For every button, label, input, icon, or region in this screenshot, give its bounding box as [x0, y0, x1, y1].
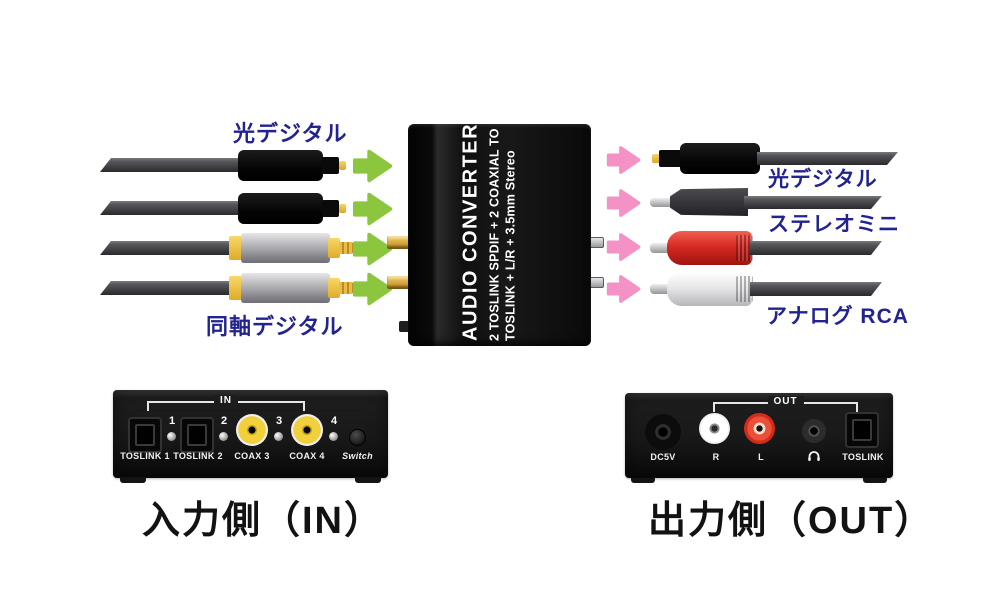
- input-led-2: [219, 432, 228, 441]
- output-stereo-mini-label: ステレオミニ: [768, 213, 900, 236]
- out-group-bracket: OUT: [713, 396, 858, 412]
- input-number-4: 4: [330, 415, 338, 427]
- r-label: R: [712, 452, 720, 462]
- toslink-plug-body: [238, 150, 323, 181]
- input-number-1: 1: [168, 415, 176, 427]
- input-coaxial-label: 同軸デジタル: [206, 314, 344, 339]
- toslink-plug-nose: [659, 150, 682, 167]
- arrow-right-icon: [352, 149, 393, 183]
- arrow-right-icon: [606, 275, 641, 303]
- arrow-right-icon: [606, 233, 641, 261]
- rca-plug-body: [241, 273, 330, 303]
- input-number-2: 2: [220, 415, 228, 427]
- toslink2-port: [180, 417, 214, 453]
- rca-plug-pin: [650, 243, 671, 253]
- headphone-jack: [802, 419, 826, 443]
- toslink1-label: TOSLINK 1: [120, 451, 170, 461]
- rca-plug-body: [241, 233, 330, 263]
- rca-collar: [328, 238, 340, 258]
- switch-label: Switch: [342, 451, 373, 461]
- converter-print: AUDIO CONVERTER 2 TOSLINK SPDIF + 2 COAX…: [459, 122, 518, 341]
- toslink1-port: [128, 417, 162, 453]
- toslink-port-opening: [135, 424, 155, 446]
- toslink-plug-body: [238, 193, 323, 224]
- input-led-3: [274, 432, 283, 441]
- toslink-plug-tip: [652, 154, 660, 163]
- toslink2-label: TOSLINK 2: [173, 451, 223, 461]
- rca-collar: [328, 278, 340, 298]
- cable-cord: [100, 241, 234, 255]
- toslink-plug-tip: [339, 161, 346, 170]
- toslink-out-label: TOSLINK: [842, 452, 884, 462]
- cable-cord: [744, 196, 882, 209]
- rca-r-jack: [699, 413, 730, 444]
- panel-mount-tab: [631, 478, 655, 483]
- output-jack-stub: [589, 277, 604, 288]
- arrow-right-icon: [606, 146, 641, 174]
- panel-mount-tab: [355, 477, 381, 483]
- rca-collar: [229, 236, 242, 260]
- coax3-jack: [236, 414, 268, 446]
- arrow-right-icon: [606, 189, 641, 217]
- output-optical-label: 光デジタル: [768, 168, 878, 191]
- dc5v-jack: [645, 414, 681, 450]
- arrow-right-icon: [352, 272, 393, 306]
- coax3-label: COAX 3: [234, 451, 270, 461]
- toslink-plug-nose: [322, 200, 339, 217]
- mini-plug-pin: [650, 198, 673, 207]
- toslink-plug-tip: [339, 204, 346, 213]
- input-panel-photo: IN 1 2 3 4 TOSLINK 1 TOSLINK 2 COAX 3 CO…: [113, 390, 388, 483]
- headphone-icon: [808, 451, 820, 461]
- audio-converter-box: AUDIO CONVERTER 2 TOSLINK SPDIF + 2 COAX…: [408, 122, 591, 346]
- rca-plug-body-white: [667, 272, 752, 306]
- rca-collar: [229, 276, 242, 300]
- output-jack-stub: [589, 237, 604, 248]
- arrow-right-icon: [352, 232, 393, 266]
- cable-cord: [750, 241, 882, 255]
- coax4-jack: [291, 414, 323, 446]
- input-number-3: 3: [275, 415, 283, 427]
- toslink-plug-nose: [322, 157, 339, 174]
- in-group-label: IN: [214, 395, 238, 406]
- dc5v-label: DC5V: [650, 452, 676, 462]
- coax-input-jack-stub: [387, 236, 410, 249]
- output-panel-photo: OUT DC5V R L TOSLINK: [625, 393, 893, 483]
- output-analog-rca-label: アナログ RCA: [766, 305, 909, 328]
- rca-plug-pin: [650, 284, 671, 294]
- in-group-bracket: IN: [147, 395, 305, 411]
- rca-plug-collar: [736, 235, 753, 261]
- rca-plug-tip: [339, 242, 353, 254]
- mini-plug-body: [670, 188, 748, 216]
- toslink-out-port: [845, 412, 879, 448]
- rca-plug-body-red: [667, 231, 752, 265]
- cable-cord: [750, 282, 882, 296]
- cable-cord: [100, 158, 246, 172]
- input-optical-label: 光デジタル: [233, 121, 348, 146]
- coax4-label: COAX 4: [289, 451, 325, 461]
- cable-cord: [100, 281, 234, 295]
- panel-mount-tab: [120, 477, 146, 483]
- converter-title: AUDIO CONVERTER: [459, 122, 481, 341]
- toslink-plug-body: [680, 143, 760, 174]
- l-label: L: [758, 452, 764, 462]
- input-led-1: [167, 432, 176, 441]
- toslink-port-opening: [187, 424, 207, 446]
- input-led-4: [329, 432, 338, 441]
- side-port-stub: [399, 321, 410, 332]
- rca-plug-tip: [339, 282, 353, 294]
- rca-l-jack: [744, 413, 775, 444]
- toslink-port-opening: [852, 419, 872, 441]
- panel-mount-tab: [863, 478, 887, 483]
- converter-subtitle-line1: 2 TOSLINK SPDIF + 2 COAXIAL TO: [487, 128, 501, 341]
- converter-subtitle-line2: TOSLINK + L/R + 3.5mm Stereo: [503, 150, 517, 341]
- switch-button: [349, 429, 366, 446]
- out-group-label: OUT: [767, 396, 804, 407]
- cable-cord: [757, 152, 898, 165]
- cable-cord: [100, 201, 246, 215]
- output-side-caption: 出力側（OUT）: [648, 500, 935, 542]
- input-side-caption: 入力側（IN）: [142, 500, 385, 542]
- rca-plug-collar: [736, 276, 753, 302]
- coax-input-jack-stub: [387, 276, 410, 289]
- arrow-right-icon: [352, 192, 393, 226]
